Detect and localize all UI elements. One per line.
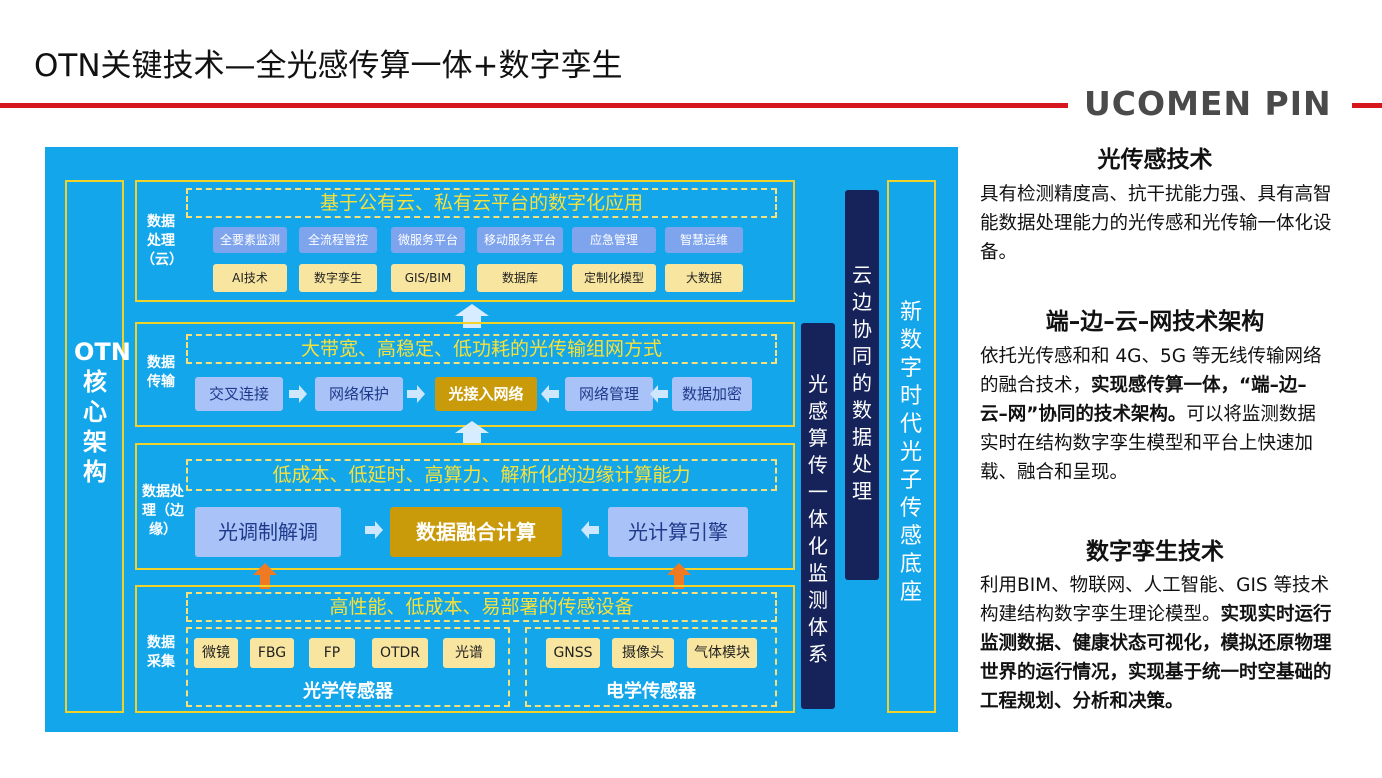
- section-body-optical-sensing: 具有检测精度高、抗干扰能力强、具有高智能数据处理能力的光传感和光传输一体化设备。: [980, 184, 1332, 263]
- layer-edge: [135, 443, 795, 570]
- layer-edge-label: 数据处理（边缘）: [142, 484, 184, 538]
- arrow-right-icon: [365, 521, 383, 543]
- layer1-row1-item: 移动服务平台: [477, 227, 563, 253]
- layer4-optical-item: OTDR: [372, 638, 428, 668]
- layer1-row2-item: 定制化模型: [572, 264, 656, 292]
- layer4-optical-item: FP: [309, 638, 355, 668]
- section-body-architecture: 依托光传感和和 4G、5G 等无线传输网络的融合技术，实现感传算一体，“端–边–…: [980, 342, 1332, 487]
- layer4-optical-item: FBG: [250, 638, 294, 668]
- right-vertical-label: 新数字时代光子传感底座: [899, 300, 922, 605]
- monitor-system-column: 光感算传一体化监测体系: [801, 323, 835, 709]
- optical-sensor-group: [186, 627, 510, 707]
- layer2-items-item: 网络管理: [565, 377, 653, 411]
- layer-acquisition-banner: 高性能、低成本、易部署的传感设备: [186, 592, 777, 622]
- architecture-text-b: 实现感传算一体，“端–边–云–网”协同的技术架构。: [980, 375, 1307, 425]
- page-title: OTN关键技术—全光感传算一体+数字孪生: [34, 48, 623, 84]
- architecture-text-a: 依托光传感和和 4G、5G 等无线传输网络的融合技术，: [980, 346, 1322, 396]
- layer2-items-item: 网络保护: [315, 377, 403, 411]
- layer1-row2-item: AI技术: [213, 264, 287, 292]
- layer4-optical-item: 光谱: [443, 638, 495, 668]
- layer-transmission-label: 数据传输: [147, 355, 175, 390]
- arrow-left-icon: [541, 385, 559, 407]
- layer1-row1-item: 智慧运维: [665, 227, 743, 253]
- layer4-electrical-item: 摄像头: [612, 638, 674, 668]
- layer2-items-item: 交叉连接: [195, 377, 283, 411]
- optical-sensor-label: 光学传感器: [303, 681, 393, 702]
- logo-accent-line: [1352, 103, 1382, 108]
- layer1-row1-item: 全要素监测: [213, 227, 287, 253]
- layer-acquisition-label: 数据采集: [147, 635, 175, 670]
- monitor-system-label: 光感算传一体化监测体系: [808, 372, 828, 666]
- arrow-left-icon: [581, 521, 599, 543]
- architecture-diagram: OTN核心架构 新数字时代光子传感底座 云边协同的数据处理 光感算传一体化监测体…: [45, 147, 958, 732]
- right-column-frame: [887, 180, 936, 713]
- left-vertical-label: OTN核心架构: [74, 338, 131, 486]
- digital-twin-text-a: 利用BIM、物联网、人工智能、GIS 等技术构建结构数字孪生理论模型。: [980, 575, 1330, 625]
- layer4-optical-item: 微镜: [194, 638, 238, 668]
- layer1-row2-item: GIS/BIM: [391, 264, 465, 292]
- layer3-items-item: 数据融合计算: [390, 507, 562, 557]
- electrical-sensor-group: [525, 627, 777, 707]
- electrical-sensor-label: 电学传感器: [606, 681, 696, 702]
- layer-edge-banner: 低成本、低延时、高算力、解析化的边缘计算能力: [186, 459, 777, 491]
- layer1-row2-item: 大数据: [665, 264, 743, 292]
- layer1-row1-item: 全流程管控: [299, 227, 377, 253]
- cloud-edge-column: 云边协同的数据处理: [845, 190, 879, 580]
- up-arrow-icon: [253, 563, 277, 593]
- digital-twin-text-b: 实现实时运行监测数据、健康状态可视化，模拟还原物理世界的运行情况，实现基于统一时…: [980, 604, 1332, 712]
- layer4-electrical-item: GNSS: [546, 638, 600, 668]
- layer-acquisition: [135, 585, 795, 713]
- brand-logo: UCOMEN PIN: [1084, 84, 1332, 123]
- section-title-digital-twin: 数字孪生技术: [1086, 539, 1224, 565]
- layer1-row2-item: 数据库: [477, 264, 563, 292]
- arrow-right-icon: [407, 385, 425, 407]
- arrow-left-icon: [650, 385, 668, 407]
- layer-transmission-banner: 大带宽、高稳定、低功耗的光传输组网方式: [186, 334, 777, 364]
- architecture-text-c: 可以将监测数据实时在结构数字孪生模型和平台上快速加载、融合和呈现。: [980, 404, 1316, 483]
- layer4-electrical-item: 气体模块: [687, 638, 757, 668]
- layer1-row2-item: 数字孪生: [299, 264, 377, 292]
- layer1-row1-item: 应急管理: [572, 227, 656, 253]
- layer-cloud: [135, 180, 795, 302]
- title-underline: [0, 103, 1068, 108]
- up-arrow-icon: [667, 563, 691, 593]
- left-column-frame: [65, 180, 124, 713]
- section-title-optical-sensing: 光传感技术: [1097, 147, 1213, 173]
- layer1-row1-item: 微服务平台: [391, 227, 465, 253]
- section-body-digital-twin: 利用BIM、物联网、人工智能、GIS 等技术构建结构数字孪生理论模型。实现实时运…: [980, 571, 1332, 716]
- layer2-items-item: 光接入网络: [435, 377, 537, 411]
- layer-cloud-banner: 基于公有云、私有云平台的数字化应用: [186, 188, 777, 218]
- cloud-edge-label: 云边协同的数据处理: [852, 263, 872, 503]
- layer2-items-item: 数据加密: [672, 377, 752, 411]
- section-title-architecture: 端–边–云–网技术架构: [1045, 309, 1265, 335]
- up-arrow-icon: [455, 421, 489, 449]
- layer3-items-item: 光调制解调: [195, 507, 341, 557]
- arrow-right-icon: [289, 385, 307, 407]
- layer-cloud-label: 数据处理（云）: [141, 214, 183, 268]
- layer3-items-item: 光计算引擎: [608, 507, 748, 557]
